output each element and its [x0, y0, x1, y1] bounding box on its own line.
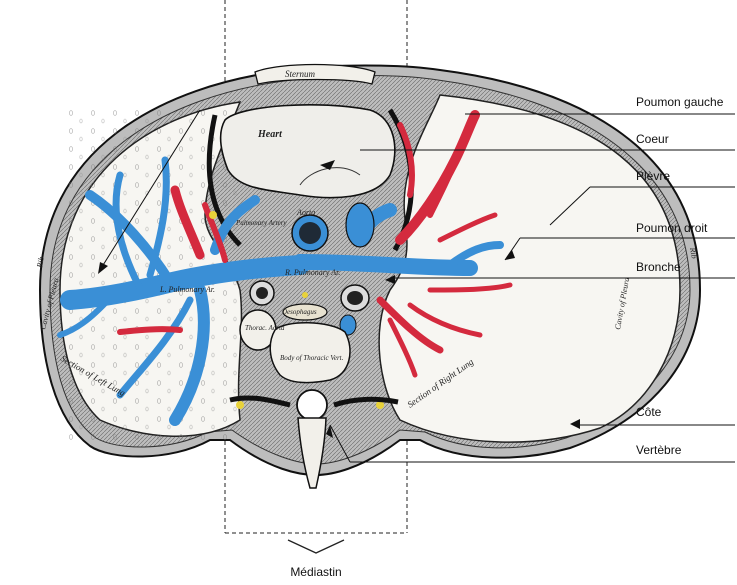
engraving-body-thoracic-vert: Body of Thoracic Vert.	[280, 354, 344, 362]
label-poumon-droit: Poumon droit	[636, 221, 708, 235]
engraving-pulmonary-artery: Pulmonary Artery	[235, 219, 288, 227]
engraving-aorta: Aorta	[296, 208, 315, 217]
superior-vena-cava	[346, 203, 374, 247]
label-plevre: Plèvre	[636, 169, 670, 183]
engraving-heart: Heart	[257, 129, 283, 140]
label-cote: Côte	[636, 405, 662, 419]
engraving-sternum: Sternum	[285, 69, 315, 79]
engraving-r-pulmonary-ar: R. Pulmonary Ar.	[284, 268, 340, 277]
mediastinum-brace	[288, 540, 344, 553]
label-vertebre: Vertèbre	[636, 443, 682, 457]
label-mediastin: Médiastin	[290, 565, 341, 579]
label-bronche: Bronche	[636, 260, 681, 274]
engraving-thoracic-aorta: Thorac. Aorta	[245, 324, 285, 332]
engraving-oesophagus: Oesophagus	[282, 308, 317, 316]
engraving-l-pulmonary-ar: L. Pulmonary Ar.	[159, 285, 215, 294]
label-coeur: Coeur	[636, 132, 669, 146]
label-poumon-gauche: Poumon gauche	[636, 95, 724, 109]
